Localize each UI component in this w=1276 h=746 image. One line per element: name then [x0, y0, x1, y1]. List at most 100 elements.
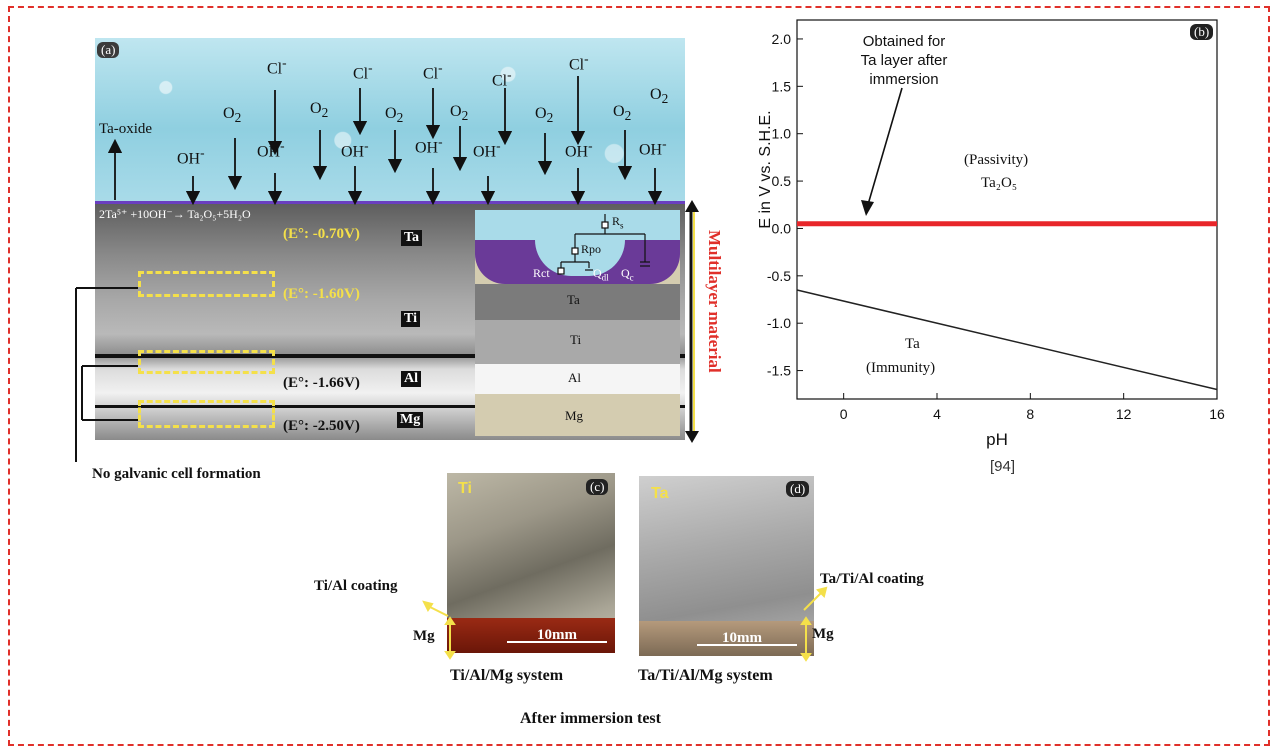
- panel-c-substrate: Mg: [413, 628, 435, 644]
- interface-crack-ti-al: [95, 354, 685, 358]
- annotation-arrowhead: [861, 200, 874, 216]
- ion-cl: Cl-: [569, 51, 589, 74]
- x-tick-label: 4: [933, 406, 941, 422]
- annotation-line-2: Ta layer after: [860, 52, 948, 69]
- ion-oh: OH-: [257, 138, 285, 161]
- x-tick-label: 16: [1209, 406, 1225, 422]
- y-tick-label: 0.0: [772, 220, 792, 236]
- circuit-rs: Rs: [612, 214, 624, 231]
- potential-al: (E°: -1.66V): [283, 375, 360, 391]
- inset-label-al: Al: [568, 370, 581, 385]
- series-line-1: [796, 289, 1218, 391]
- no-galvanic-label: No galvanic cell formation: [92, 466, 261, 482]
- panel-d-photo: [639, 476, 814, 656]
- ion-arrows: [107, 76, 663, 206]
- passivity-label: (Passivity): [964, 152, 1029, 168]
- circuit-qdl: Qdl: [593, 266, 609, 283]
- inset-label-ti: Ti: [570, 332, 582, 347]
- ion-oh: OH-: [177, 145, 205, 168]
- multilayer-label: Multilayer material: [705, 230, 724, 373]
- ion-o2: O2: [310, 100, 329, 121]
- ion-oh: OH-: [565, 138, 593, 161]
- ion-oh: OH-: [473, 138, 501, 161]
- multilayer-arrow: [685, 200, 699, 443]
- ta-oxide-label: Ta-oxide: [99, 121, 153, 137]
- ion-o2: O2: [385, 105, 404, 126]
- panel-b-label: (b): [1190, 24, 1214, 40]
- y-tick-label: 2.0: [772, 31, 792, 47]
- potential-mg: (E°: -2.50V): [283, 418, 360, 434]
- ion-o2: O2: [450, 103, 469, 124]
- annotation-arrow: [866, 87, 903, 209]
- x-axis-label: pH: [986, 430, 1008, 449]
- circuit-rct: Rct: [533, 266, 550, 280]
- reference-label: [94]: [990, 458, 1016, 475]
- circuit-rpo: Rpo: [581, 242, 602, 256]
- panel-d-scale: 10mm: [722, 630, 762, 646]
- panel-c-scale: 10mm: [537, 627, 577, 643]
- footer-caption: After immersion test: [520, 710, 661, 727]
- highlight-box-ti-al: [138, 350, 275, 374]
- surface-line: [95, 201, 685, 204]
- ion-o2: O2: [613, 103, 632, 124]
- electrolyte-region: [95, 38, 685, 203]
- panel-a-label: (a): [97, 42, 120, 58]
- reaction-equation: 2Ta⁵⁺ +10OH⁻→ Ta₂O₅+5H₂O: [99, 207, 251, 221]
- panel-d-label: (d): [786, 481, 810, 497]
- inset-label-mg: Mg: [565, 408, 584, 423]
- panel-c-arrows: [422, 600, 456, 660]
- panel-c-caption: Ti/Al/Mg system: [450, 667, 564, 684]
- panel-a-schematic: Ta Ti Al Mg Rs R: [95, 38, 685, 440]
- x-tick-label: 8: [1026, 406, 1034, 422]
- y-tick-label: -0.5: [767, 268, 791, 284]
- tag-ti: Ti: [401, 311, 420, 327]
- tag-al: Al: [401, 371, 421, 387]
- y-axis-label: E in V vs. S.H.E.: [757, 110, 774, 228]
- ion-oh: OH-: [639, 136, 667, 159]
- inset-layer-schematic: Ta Ti Al Mg Rs R: [475, 210, 680, 436]
- galvanic-bracket: [75, 287, 138, 462]
- y-tick-label: 0.5: [772, 173, 792, 189]
- y-tick-label: -1.0: [767, 315, 791, 331]
- tag-ta: Ta: [401, 230, 423, 246]
- tag-mg: Mg: [397, 412, 424, 428]
- ta2o5-label: Ta₂O₅: [981, 175, 1018, 191]
- x-tick-label: 12: [1116, 406, 1132, 422]
- y-tick-label: -1.5: [767, 363, 791, 379]
- panel-d-metal: Ta: [651, 485, 669, 502]
- ion-cl: Cl-: [423, 60, 443, 83]
- ion-oh: OH-: [341, 138, 369, 161]
- y-tick-label: 1.0: [772, 126, 792, 142]
- annotation-line-3: immersion: [869, 71, 939, 88]
- panel-c-photo: [447, 473, 615, 653]
- ta-region-label: Ta: [905, 336, 920, 352]
- panel-c-metal: Ti: [458, 480, 472, 497]
- pourbaix-chart: 0 4 8 12 16 2.0 1.5 1.0 0.5 0.0 -0.5 -1.0 -1.5 pH E in…: [757, 19, 1225, 449]
- x-tick-label: 0: [840, 406, 848, 422]
- ion-o2: O2: [535, 105, 554, 126]
- circuit-qc: Qc: [621, 266, 634, 283]
- potential-ta: (E°: -0.70V): [283, 226, 360, 242]
- panel-c-label: (c): [586, 479, 609, 495]
- immunity-label: (Immunity): [866, 360, 936, 376]
- highlight-box-ta-ti: [138, 271, 275, 297]
- ion-cl: Cl-: [492, 67, 512, 90]
- panel-d-coating: Ta/Ti/Al coating: [820, 571, 924, 587]
- ion-cl: Cl-: [267, 55, 287, 78]
- potential-ti: (E°: -1.60V): [283, 286, 360, 302]
- ion-oh: OH-: [415, 134, 443, 157]
- y-tick-label: 1.5: [772, 78, 792, 94]
- ion-o2: O2: [650, 86, 669, 107]
- ion-cl: Cl-: [353, 60, 373, 83]
- panel-d-substrate: Mg: [812, 626, 834, 642]
- inset-label-ta: Ta: [567, 292, 580, 307]
- interface-crack-al-mg: [95, 405, 685, 408]
- ion-o2: O2: [223, 105, 242, 126]
- panel-d-caption: Ta/Ti/Al/Mg system: [638, 667, 773, 684]
- panel-d-arrows: [800, 586, 828, 662]
- highlight-box-al-mg: [138, 400, 275, 428]
- panel-c-coating: Ti/Al coating: [314, 578, 398, 594]
- annotation-line-1: Obtained for: [862, 33, 946, 50]
- obtained-annotation: Obtained for Ta layer after immersion: [850, 32, 958, 89]
- equivalent-circuit: [557, 214, 650, 275]
